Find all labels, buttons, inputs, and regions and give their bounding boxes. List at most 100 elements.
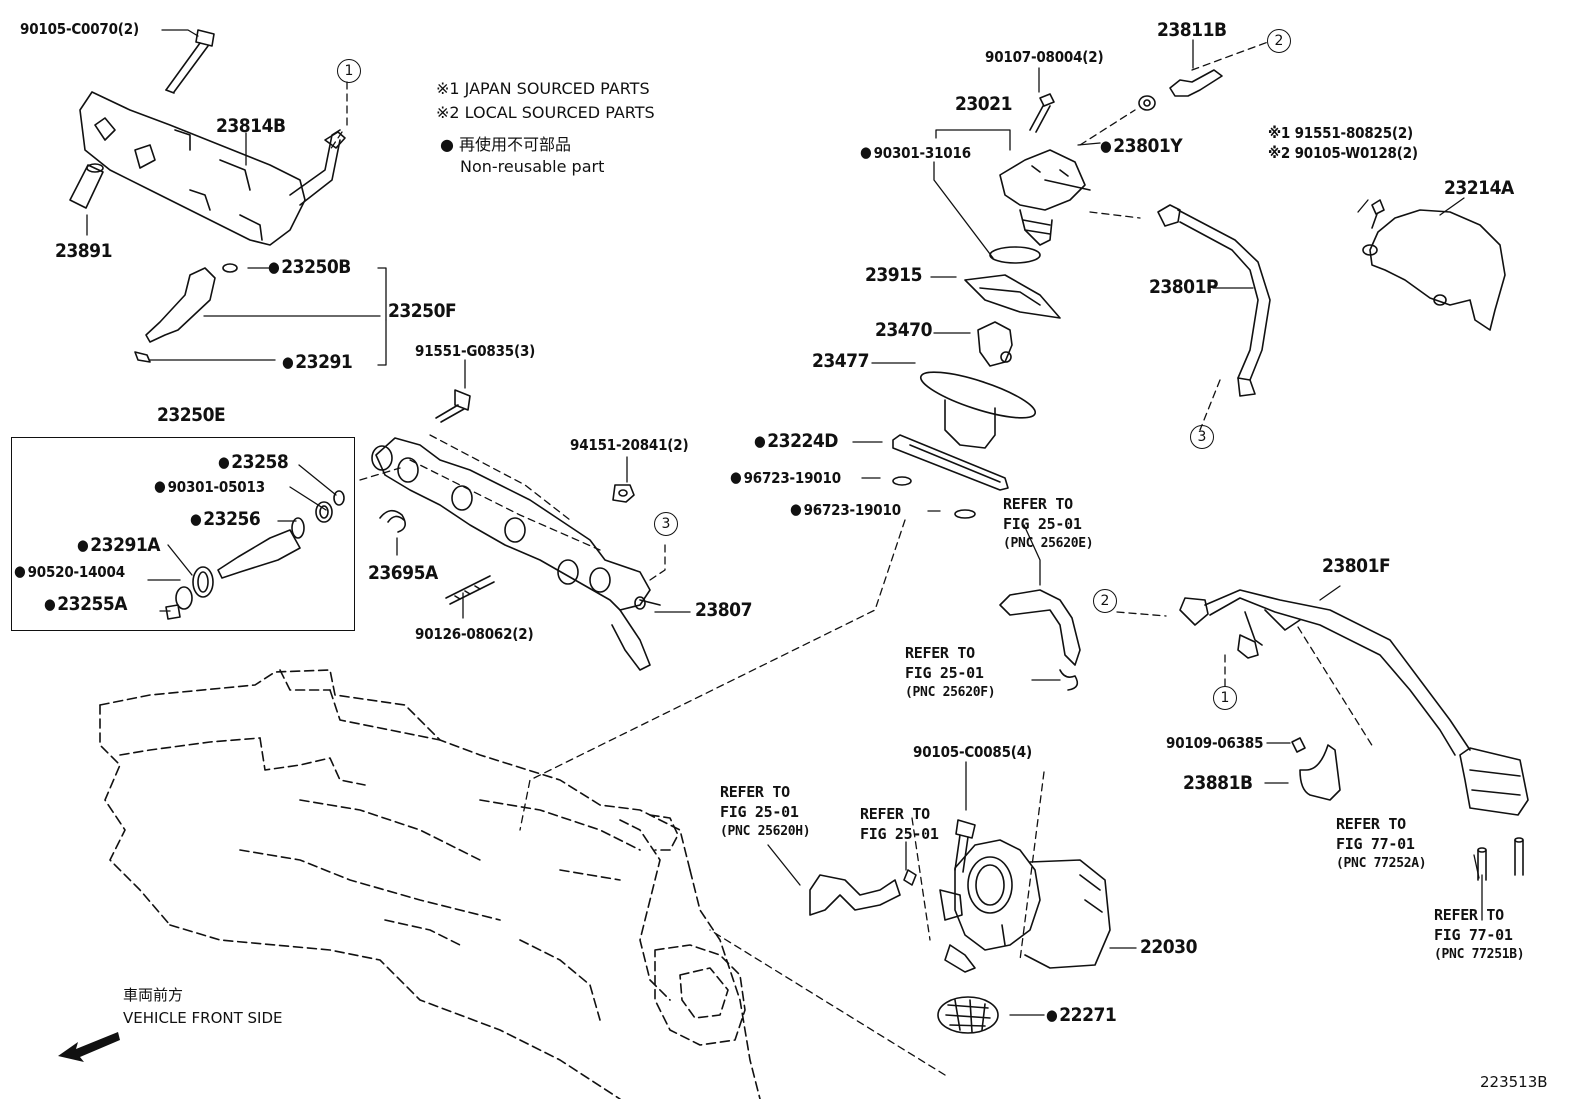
injector-kit-parts [165, 490, 345, 620]
part-label: 23801F [1322, 555, 1391, 577]
bolt-91551-g0835 [435, 389, 471, 423]
part-label: 23891 [55, 240, 112, 262]
injector-rail-protector [79, 91, 346, 246]
bolt-90105-c0070 [165, 29, 215, 94]
part-label: 91551-G0835(3) [415, 342, 536, 360]
refer-to-fig-25620e[interactable]: REFER TO FIG 25-01 (PNC 25620E) [1003, 494, 1094, 554]
leader-lines [86, 29, 1483, 1016]
part-label: 90126-08062(2) [415, 625, 534, 643]
refer-to-fig-77251b[interactable]: REFER TO FIG 77-01 (PNC 77251B) [1434, 905, 1525, 965]
part-label: 23250B [268, 258, 351, 277]
fuel-injector-23250f [134, 263, 238, 363]
refer-to-fig-25620h[interactable]: REFER TO FIG 25-01 (PNC 25620H) [720, 782, 811, 842]
note-nonreusable-jp: ● 再使用不可部品 [440, 135, 572, 154]
part-label: 23250F [388, 300, 457, 322]
part-label: 23256 [190, 510, 260, 529]
vacuum-pipes [1477, 837, 1524, 881]
fuel-pump-23021 [989, 69, 1223, 264]
engine-block [99, 669, 761, 1099]
ref-line: FIG 25-01 [720, 803, 799, 821]
ref-line: FIG 77-01 [1336, 835, 1415, 853]
part-label: 23224D [754, 432, 838, 451]
part-label: 23811B [1157, 19, 1227, 41]
bracket-23477 [919, 371, 1037, 449]
nut-94151-20841 [612, 484, 635, 503]
lifter-23470 [977, 321, 1013, 367]
part-label: 90301-05013 [154, 480, 266, 495]
part-label: 22271 [1046, 1006, 1116, 1025]
ref-pnc: (PNC 77252A) [1336, 856, 1427, 871]
stud-90126-08062 [445, 575, 495, 605]
part-label: 23801Y [1100, 137, 1182, 156]
part-label: 96723-19010 [730, 471, 842, 486]
gasket-22271 [937, 996, 999, 1034]
part-label: 90105-C0085(4) [913, 743, 1032, 761]
ref-line: FIG 77-01 [1434, 926, 1513, 944]
part-label: 23477 [812, 350, 869, 372]
part-label: 23255A [44, 595, 127, 614]
ref-line: FIG 25-01 [1003, 515, 1082, 533]
part-label: 23258 [218, 453, 288, 472]
part-label: ※2 90105-W0128(2) [1268, 144, 1418, 162]
ref-pnc: (PNC 25620F) [905, 685, 996, 700]
part-label: 23807 [695, 599, 752, 621]
protector-23214a [1362, 199, 1506, 331]
spacer-23891 [69, 163, 104, 209]
ref-pnc: (PNC 25620E) [1003, 536, 1094, 551]
note-local-sourced: ※2 LOCAL SOURCED PARTS [436, 103, 655, 122]
kit-box-23250e [11, 437, 355, 631]
gasket-23915 [964, 274, 1061, 319]
callout-circle-1: 1 [1213, 686, 1237, 710]
ref-line: REFER TO [860, 805, 930, 823]
fuel-delivery-pipe-23807 [371, 437, 661, 671]
callout-circle-1: 1 [337, 59, 361, 83]
part-label: ※1 91551-80825(2) [1268, 124, 1414, 142]
ref-line: FIG 25-01 [905, 664, 984, 682]
note-nonreusable-en: Non-reusable part [460, 157, 605, 176]
ref-line: FIG 25-01 [860, 825, 939, 843]
ref-line: REFER TO [720, 783, 790, 801]
ref-pnc: (PNC 77251B) [1434, 947, 1525, 962]
ref-line: REFER TO [1434, 906, 1504, 924]
ref-line: REFER TO [905, 644, 975, 662]
part-label: 23814B [216, 115, 286, 137]
diagram-id: 223513B [1480, 1073, 1548, 1091]
throttle-body-22030 [939, 819, 1111, 973]
part-label: 23801P [1149, 276, 1219, 298]
part-label: 23291 [282, 353, 352, 372]
part-label: 23021 [955, 93, 1012, 115]
fuel-pipe-23801p [1157, 204, 1271, 397]
part-label: 23881B [1183, 772, 1253, 794]
callout-circle-2: 2 [1267, 29, 1291, 53]
part-label: 90109-06385 [1166, 734, 1264, 752]
refer-to-fig-77252a[interactable]: REFER TO FIG 77-01 (PNC 77252A) [1336, 814, 1427, 874]
part-label: 23250E [157, 404, 226, 426]
callout-circle-3: 3 [654, 512, 678, 536]
ref-pnc: (PNC 25620H) [720, 824, 811, 839]
clamp-23881b [1291, 737, 1341, 801]
front-label-en: VEHICLE FRONT SIDE [123, 1009, 283, 1027]
hoses [809, 589, 1081, 916]
refer-to-fig-25620f[interactable]: REFER TO FIG 25-01 (PNC 25620F) [905, 643, 996, 703]
part-label: 90301-31016 [860, 146, 972, 161]
refer-to-fig-25-01[interactable]: REFER TO FIG 25-01 [860, 804, 939, 844]
orings-96723-19010 [892, 476, 976, 519]
callout-circle-2: 2 [1093, 589, 1117, 613]
part-label: 90107-08004(2) [985, 48, 1104, 66]
part-label: 22030 [1140, 936, 1197, 958]
part-label: 23291A [77, 536, 160, 555]
part-label: 23915 [865, 264, 922, 286]
part-label: 90520-14004 [14, 565, 126, 580]
ref-line: REFER TO [1336, 815, 1406, 833]
part-label: 23214A [1444, 177, 1514, 199]
vehicle-front-arrow [58, 1032, 120, 1062]
note-japan-sourced: ※1 JAPAN SOURCED PARTS [436, 79, 650, 98]
part-label: 23470 [875, 319, 932, 341]
ref-line: REFER TO [1003, 495, 1073, 513]
fuel-tube-23801f [1179, 589, 1529, 816]
front-label-jp: 車両前方 [123, 986, 184, 1004]
dashed-lines [329, 41, 1374, 1076]
clip-23695a [379, 509, 406, 533]
